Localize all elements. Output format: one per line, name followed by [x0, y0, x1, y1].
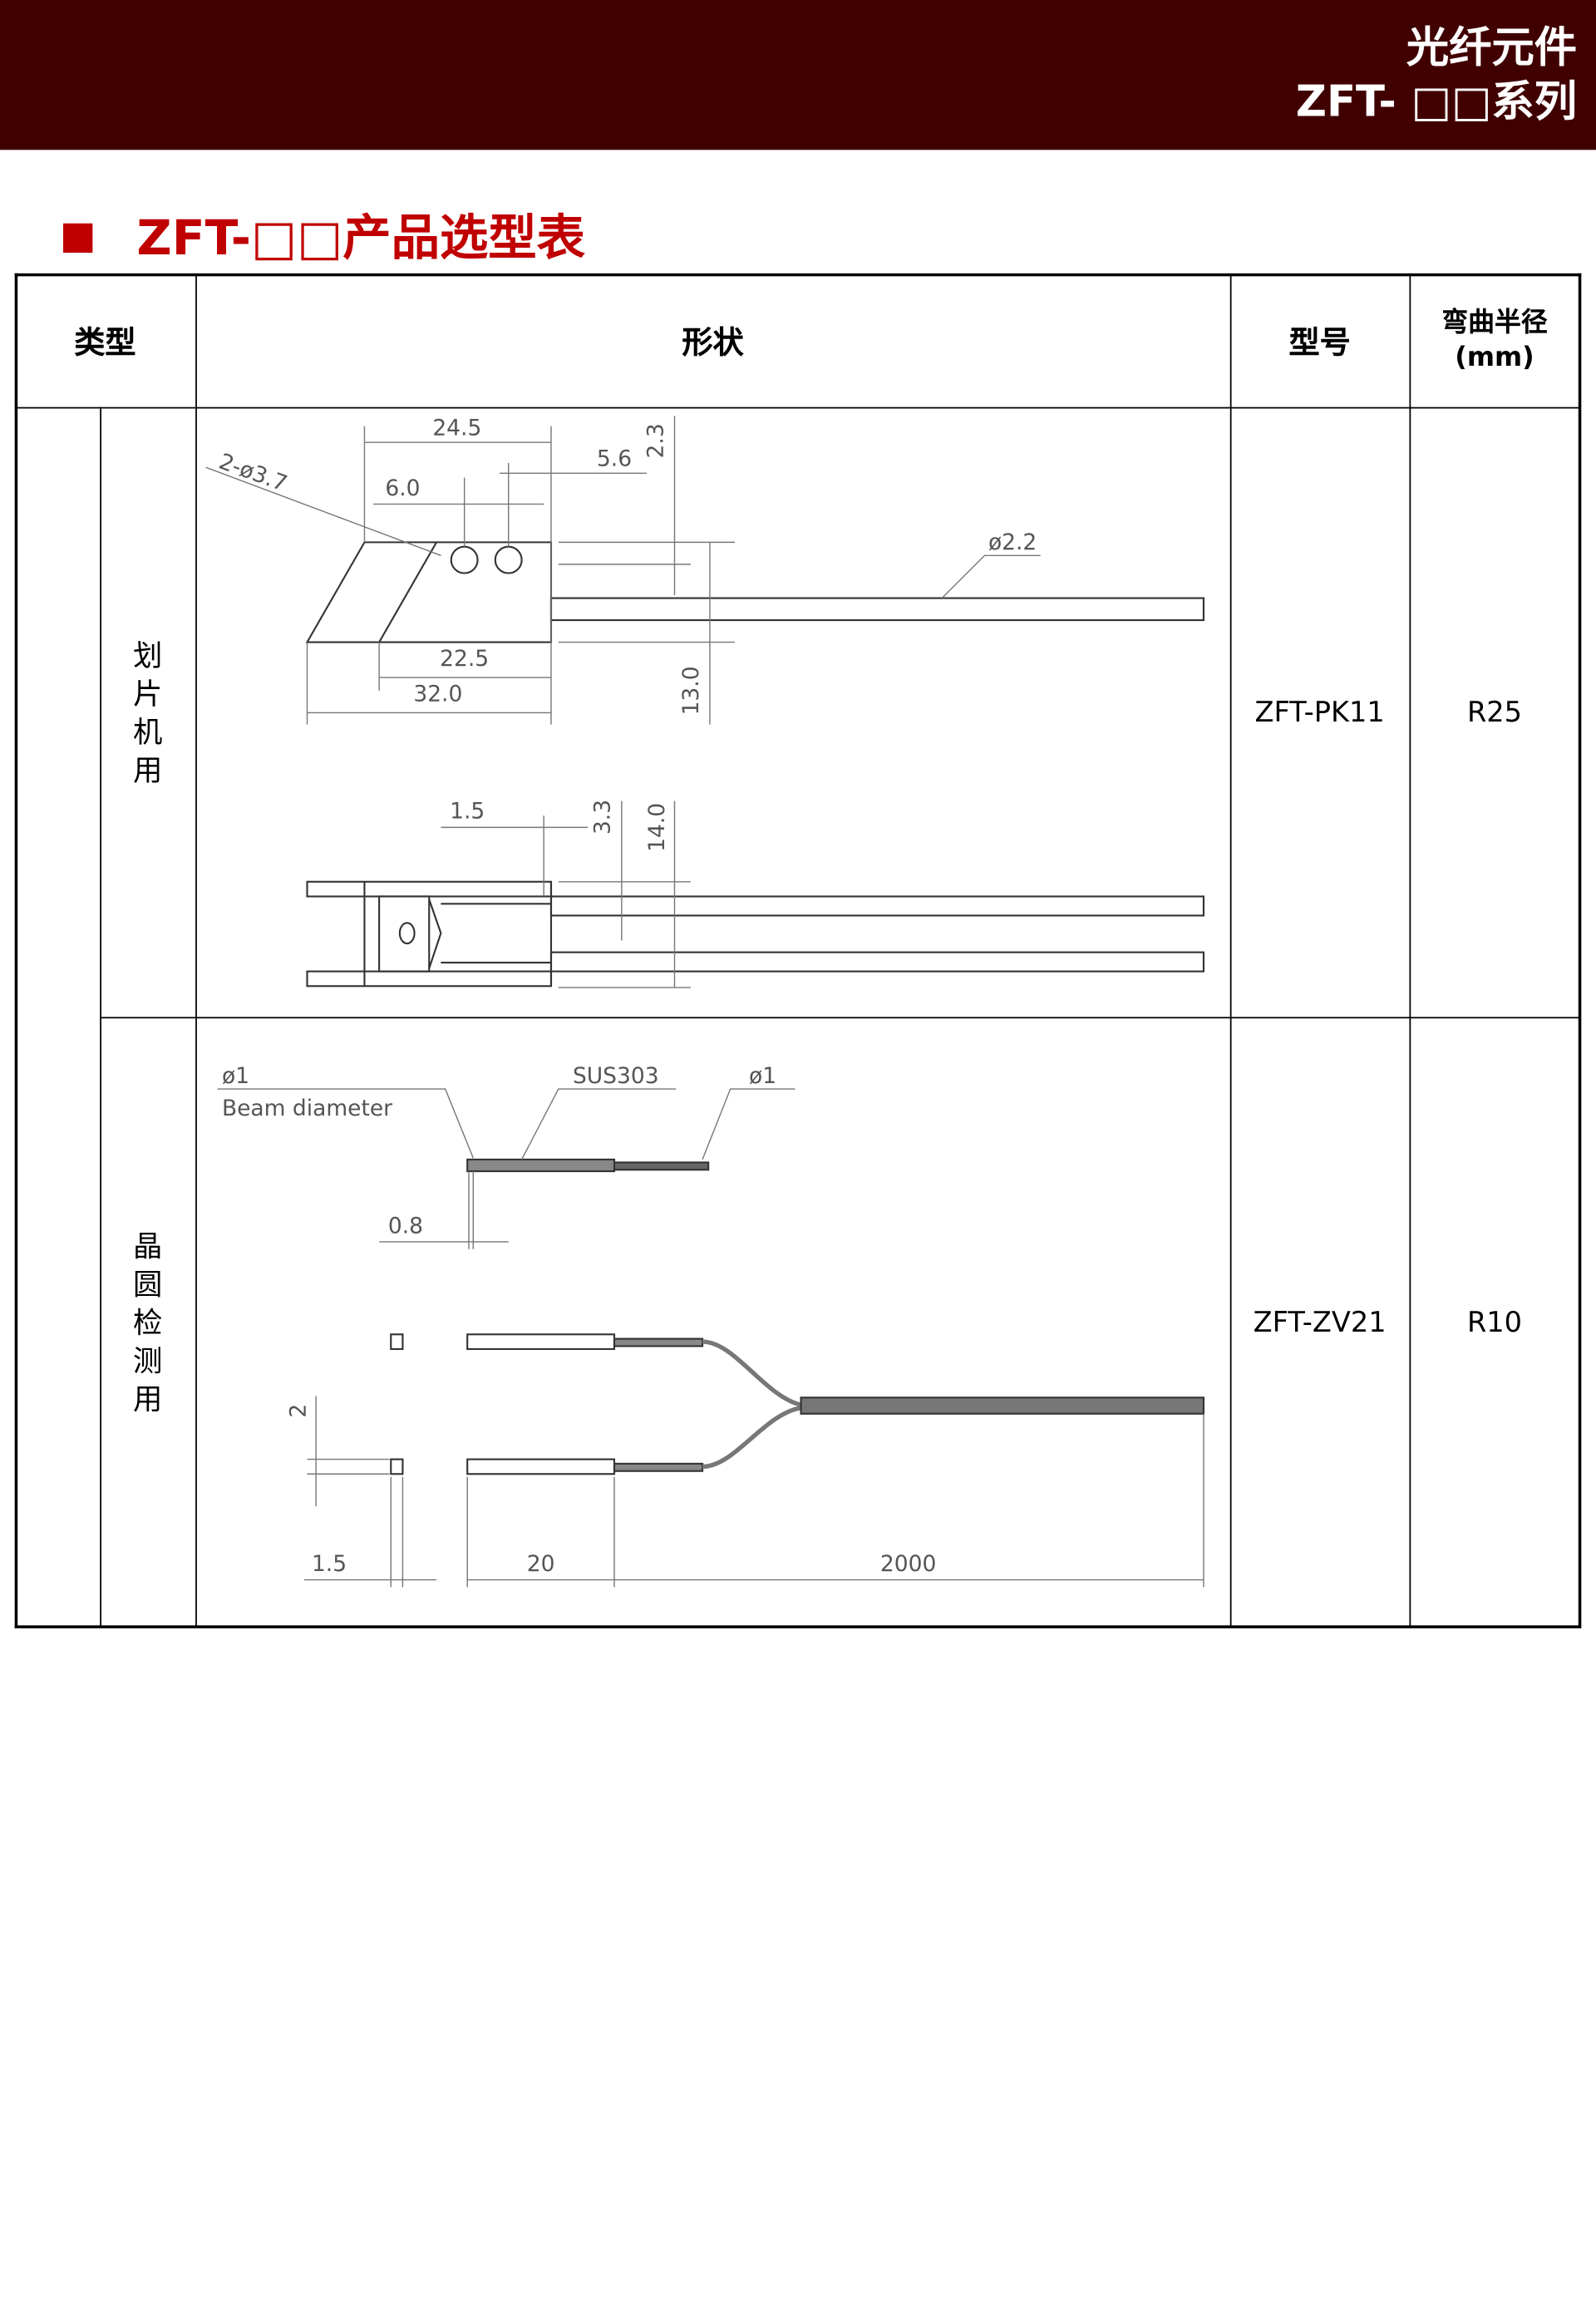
dim-label: ø1 — [749, 1063, 776, 1089]
table-border-top — [14, 273, 1582, 277]
dim-label: 20 — [527, 1551, 555, 1577]
table-row-2-model: ZFT-ZV21 — [1253, 1305, 1387, 1338]
table-divider — [100, 1017, 1580, 1019]
dim-label: 3.3 — [590, 800, 616, 835]
drawing-stroke — [205, 466, 441, 556]
dim-label: ø1 — [222, 1063, 249, 1089]
dim-label: 2.3 — [643, 423, 668, 458]
drawing-zft-zv21 — [217, 1088, 1205, 1588]
table-border-bottom — [14, 1625, 1580, 1628]
table-divider — [1409, 274, 1411, 1628]
dim-label: 24.5 — [432, 415, 481, 441]
beam-label: Beam diameter — [222, 1096, 392, 1121]
drawing-stroke — [520, 1088, 677, 1160]
drawing-zft-pk11-labels: 24.5 5.6 2.3 6.0 2-ø3.7 ø2.2 22.5 32.0 1… — [215, 415, 1037, 852]
table-border-right — [1578, 273, 1582, 1628]
drawing-stroke — [428, 899, 442, 969]
drawing-stroke — [549, 895, 1205, 917]
header-type: 类型 — [74, 324, 136, 361]
drawing-stroke — [613, 1161, 710, 1171]
drawing-stroke — [398, 922, 416, 945]
bend-radius-unit: (mm) — [1455, 342, 1534, 374]
header-shape: 形状 — [682, 324, 744, 361]
table-row-1-bend-radius: R25 — [1466, 696, 1523, 729]
drawing-stroke — [549, 597, 1205, 622]
table-row-2-type: 晶圆检测用 — [100, 1017, 195, 1627]
dim-label: 0.8 — [388, 1213, 423, 1239]
dim-label: 1.5 — [312, 1551, 347, 1577]
drawing-stroke — [494, 545, 523, 574]
dim-label: 22.5 — [440, 646, 489, 672]
drawing-stroke — [450, 545, 479, 574]
drawing-stroke — [702, 1088, 796, 1160]
drawing-stroke — [390, 1333, 404, 1351]
drawing-stroke — [378, 895, 431, 973]
drawing-zft-pk11 — [205, 416, 1205, 988]
drawing-stroke — [306, 880, 553, 898]
dim-label: 13.0 — [678, 666, 704, 715]
drawing-stroke — [702, 1339, 802, 1407]
drawing-stroke — [217, 1088, 474, 1159]
type-label: 晶圆检测用 — [132, 1228, 163, 1416]
dim-label: 2-ø3.7 — [215, 449, 290, 497]
drawing-stroke — [306, 970, 553, 988]
table-row-1-type: 划片机用 — [100, 407, 195, 1017]
dim-label: ø2.2 — [988, 529, 1037, 555]
dim-label: 32.0 — [413, 681, 462, 707]
dim-label: 2 — [286, 1404, 312, 1418]
drawing-stroke — [800, 1396, 1205, 1415]
dim-label: 14.0 — [644, 803, 670, 852]
side-view — [306, 800, 1205, 988]
drawing-stroke — [305, 541, 553, 643]
drawing-stroke — [941, 554, 1041, 599]
header-series: ZFT- □□系列 — [1295, 76, 1578, 127]
bend-radius-label: 弯曲半径 — [1441, 307, 1548, 338]
table-divider — [195, 274, 197, 1628]
table-divider — [14, 406, 1580, 409]
dim-label: 6.0 — [385, 475, 420, 501]
drawing-stroke — [613, 1337, 704, 1347]
section-title: ZFT-□□产品选型表 — [136, 209, 585, 266]
table-divider — [1229, 274, 1232, 1628]
drawing-stroke — [390, 1458, 404, 1475]
header-category: 光纤元件 — [1406, 22, 1578, 72]
drawing-stroke — [549, 951, 1205, 973]
table-row-1-model: ZFT-PK11 — [1254, 696, 1385, 729]
dim-label: 1.5 — [450, 799, 485, 825]
drawing-stroke — [466, 1158, 616, 1173]
drawing-stroke — [378, 541, 438, 643]
drawing-stroke — [466, 1458, 616, 1475]
drawing-stroke — [217, 1088, 1204, 1588]
top-view — [205, 416, 1205, 725]
header-band: 光纤元件 ZFT- □□系列 — [0, 0, 1596, 150]
drawing-stroke — [466, 1333, 616, 1351]
table-row-2-bend-radius: R10 — [1466, 1305, 1523, 1338]
type-label: 划片机用 — [132, 637, 163, 787]
table-divider — [100, 406, 101, 1628]
header-bend-radius: 弯曲半径 (mm) — [1409, 275, 1579, 407]
drawing-stroke — [613, 1462, 704, 1472]
drawing-zft-zv21-labels: ø1 Beam diameter SUS303 ø1 0.8 2 1.5 20 … — [222, 1063, 936, 1577]
material-label: SUS303 — [573, 1063, 659, 1089]
drawing-stroke — [205, 416, 1041, 725]
header-model: 型号 — [1288, 324, 1351, 361]
drawing-stroke — [702, 1406, 802, 1470]
table-border-left — [14, 273, 18, 1628]
bullet-square-icon — [63, 223, 93, 254]
drawing-stroke — [441, 800, 691, 988]
dim-label: 5.6 — [597, 446, 632, 471]
dim-label: 2000 — [880, 1551, 936, 1577]
